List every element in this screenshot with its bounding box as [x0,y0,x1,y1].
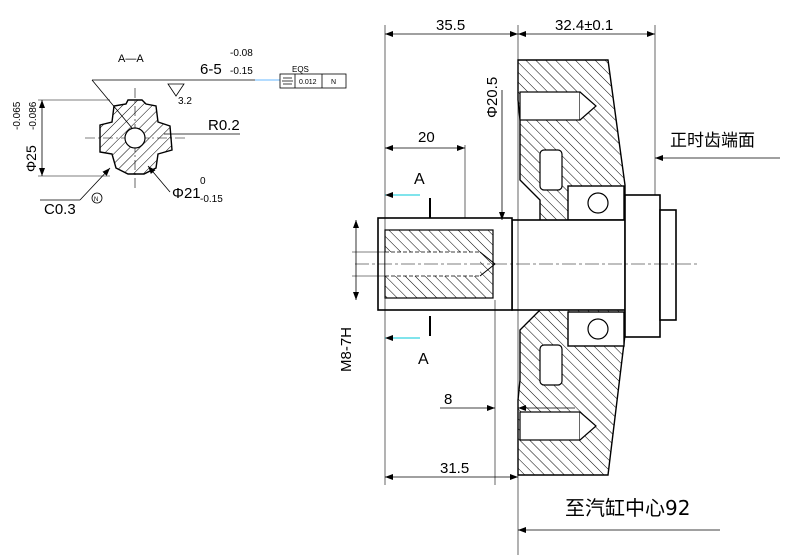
symmetry-tolerance-frame: EQS 0.012 N [255,65,347,89]
roughness-icon [167,83,185,97]
dim-diameter-20-5: Φ20.5 [484,77,501,118]
symmetry-icon [282,77,293,85]
symmetry-value: 0.012 [299,79,317,86]
eqs-label: EQS [292,65,309,74]
dim-32-4: 32.4±0.1 [555,17,613,34]
dim-35-5: 35.5 [436,17,465,34]
section-mark-bottom: A [418,351,429,368]
symmetry-datum: N [331,79,336,86]
main-view: 35.5 32.4±0.1 20 Φ20.5 M8-7H 8 31.5 A A … [338,17,780,555]
dim-8: 8 [444,391,452,408]
datum-n-icon [91,192,103,204]
section-title: A—A [118,53,144,65]
diameter-25-upper-tol: -0.065 [12,101,23,130]
chamfer-label: C0.3 [44,201,76,218]
diameter-25-lower-tol: -0.086 [28,101,39,130]
label-cylinder-center: 至汽缸中心92 [565,496,690,520]
spline-spec: 6-5 [200,61,222,78]
label-gear-face: 正时齿端面 [670,131,755,151]
datum-n-label: N [94,197,98,203]
diameter-25: Φ25 [23,145,39,172]
spline-spec-lower-tol: -0.15 [230,66,253,77]
diameter-21: Φ21 [172,185,201,202]
diameter-21-upper-tol: 0 [200,176,206,187]
dim-20: 20 [418,129,435,146]
dim-31-5: 31.5 [440,460,469,477]
spline-spec-upper-tol: -0.08 [230,48,253,59]
thread-spec: M8-7H [338,327,355,372]
section-view: A—A 6-5 -0.08 -0.15 3.2 EQS 0.012 N Φ25 … [12,48,347,218]
roughness-value: 3.2 [178,96,192,107]
section-mark-top: A [414,171,425,188]
radius-label: R0.2 [208,117,240,134]
diameter-21-lower-tol: -0.15 [200,194,223,205]
